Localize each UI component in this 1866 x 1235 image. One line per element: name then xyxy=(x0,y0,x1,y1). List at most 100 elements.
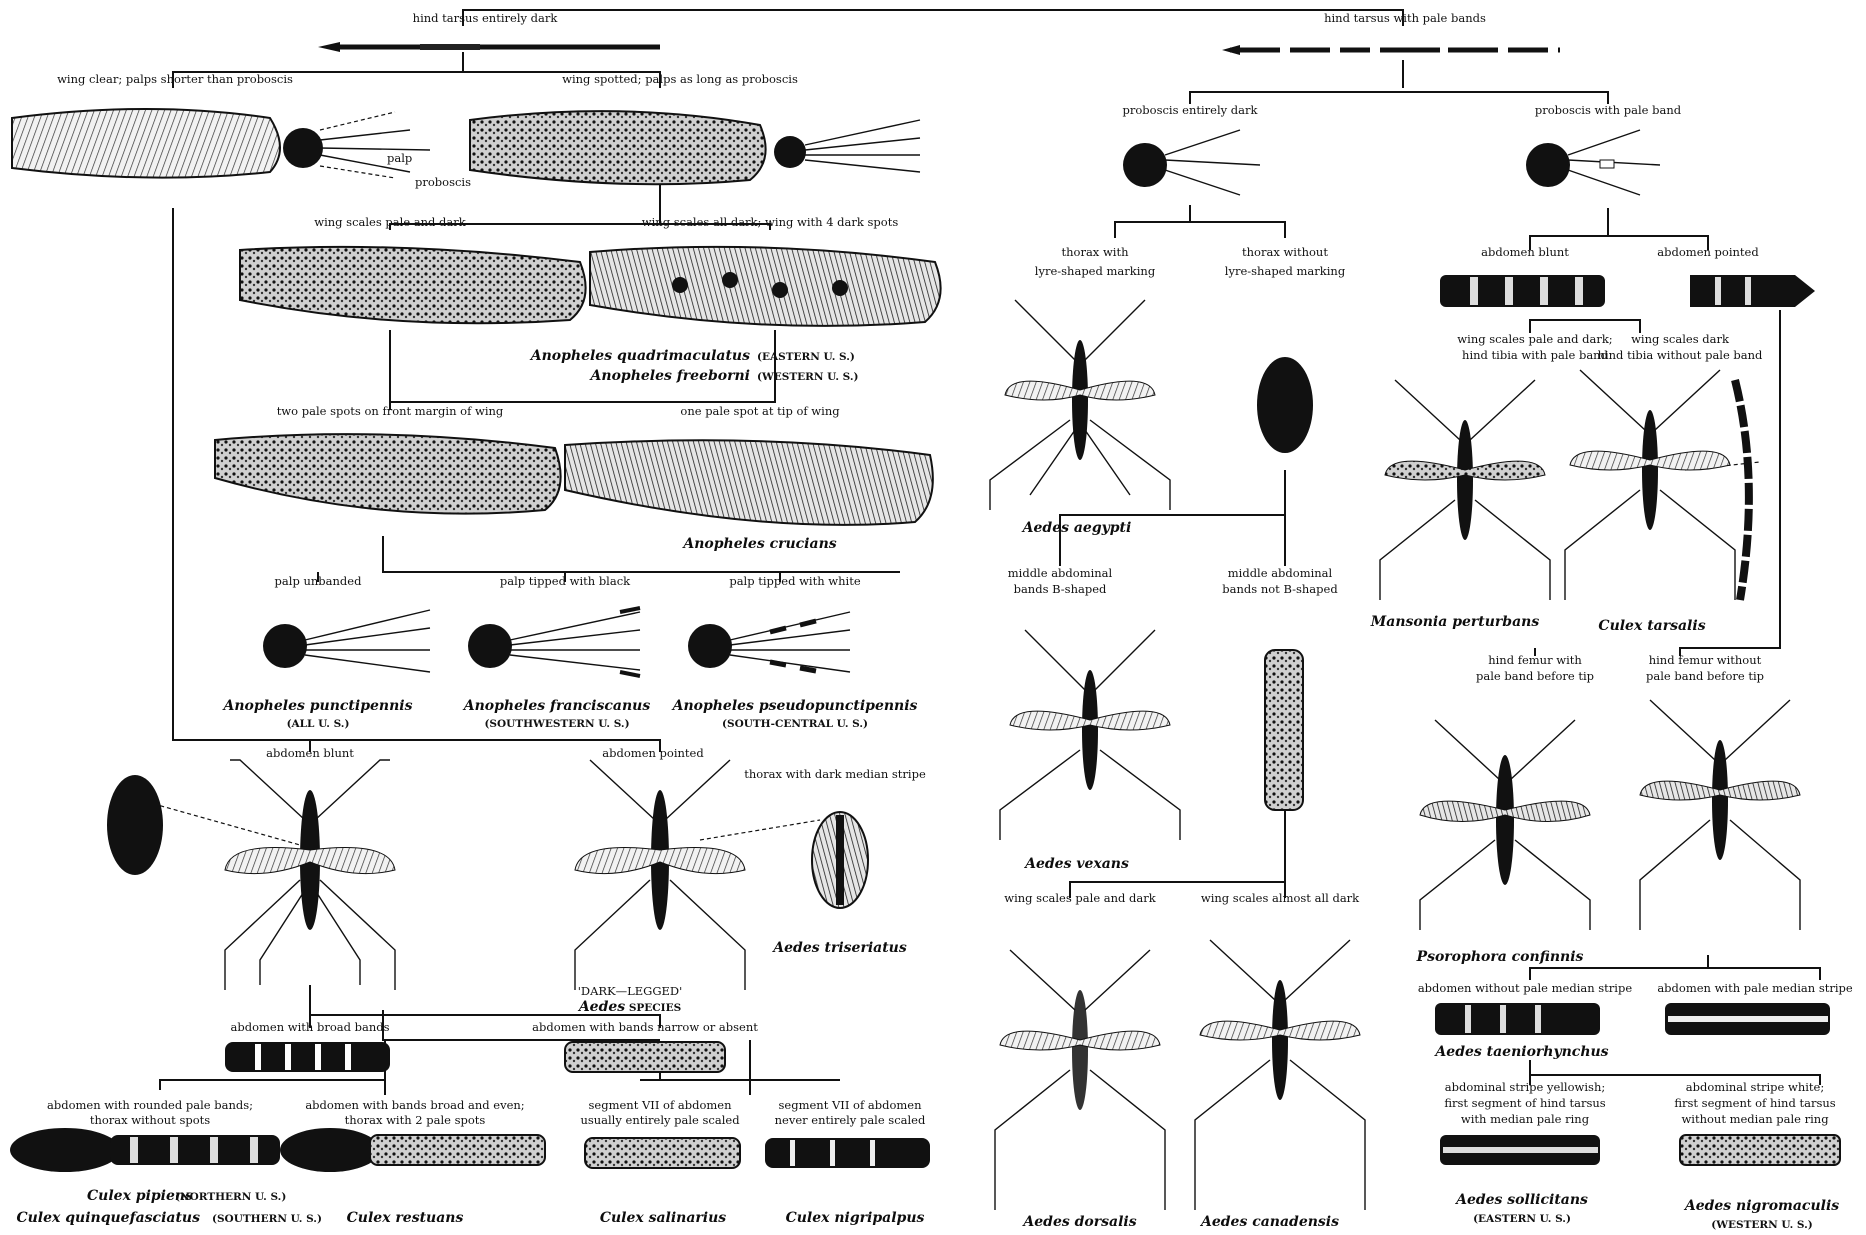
label-prob-pale: proboscis with pale band xyxy=(1535,103,1682,117)
label-palp-black: palp tipped with black xyxy=(500,574,631,588)
hind-tarsus-banded-illustration xyxy=(1222,45,1560,55)
label-seg7-never-2: never entirely pale scaled xyxy=(775,1113,926,1127)
label-ab-blunt-left: abdomen blunt xyxy=(266,746,354,760)
species-quinquefasciatus: Culex quinquefasciatus xyxy=(16,1210,200,1226)
label-palp: palp xyxy=(387,151,412,165)
species-canadensis: Aedes canadensis xyxy=(1199,1214,1339,1230)
label-proboscis: proboscis xyxy=(415,175,471,189)
label-ab-narrow: abdomen with bands narrow or absent xyxy=(532,1020,758,1034)
hind-tarsus-dark-illustration xyxy=(318,42,660,52)
region-franciscanus: (SOUTHWESTERN U. S.) xyxy=(484,718,629,730)
label-seg7-usually-1: segment VII of abdomen xyxy=(589,1098,733,1112)
proboscis-dark-head xyxy=(1123,130,1260,195)
label-ab-blunt-right: abdomen blunt xyxy=(1481,245,1569,259)
region-pipiens: (NORTHERN U. S.) xyxy=(175,1191,286,1203)
label-white-1: abdominal stripe white; xyxy=(1686,1080,1824,1094)
abdomen-nigromaculis xyxy=(1680,1135,1840,1165)
median-stripe-thorax xyxy=(812,812,868,908)
label-culex-t-2: hind tibia without pale band xyxy=(1598,348,1763,362)
abdomen-median-stripe xyxy=(1665,1003,1830,1035)
abdomen-narrow-bands xyxy=(565,1042,725,1072)
label-mid-b-1: middle abdominal xyxy=(1008,566,1113,580)
species-tarsalis: Culex tarsalis xyxy=(1598,618,1705,634)
mosquito-mansonia-perturbans xyxy=(1380,380,1550,600)
label-wing-clear: wing clear; palps shorter than proboscis xyxy=(57,72,293,86)
label-yellow-1: abdominal stripe yellowish; xyxy=(1445,1080,1606,1094)
label-seg7-usually-2: usually entirely pale scaled xyxy=(580,1113,740,1127)
label-mansonia-2: hind tibia with pale band xyxy=(1462,348,1609,362)
species-franciscanus: Anopheles franciscanus xyxy=(462,698,651,714)
hind-leg-tarsalis xyxy=(1735,380,1749,600)
wing-four-dark-spots xyxy=(590,247,941,326)
wing-two-pale-spots xyxy=(215,434,561,514)
abdomen-sollicitans xyxy=(1440,1135,1600,1165)
species-vexans: Aedes vexans xyxy=(1023,856,1129,872)
abdomen-vexans-b xyxy=(1265,650,1303,810)
label-ab-pointed-left: abdomen pointed xyxy=(602,746,704,760)
abdomen-culex-pipiens xyxy=(10,1128,280,1172)
species-triseriatus: Aedes triseriatus xyxy=(771,940,907,956)
label-palp-white: palp tipped with white xyxy=(729,574,861,588)
region-sollicitans: (EASTERN U. S.) xyxy=(1473,1213,1571,1225)
label-wsc-four-spots: wing scales all dark; wing with 4 dark s… xyxy=(642,215,899,229)
abdomen-culex-salinarius xyxy=(585,1138,740,1168)
label-broad-even-2: thorax with 2 pale spots xyxy=(345,1113,486,1127)
label-lyre-2: lyre-shaped marking xyxy=(1035,264,1156,278)
region-pseudopunctipennis: (SOUTH-CENTRAL U. S.) xyxy=(722,718,868,730)
species-crucians: Anopheles crucians xyxy=(681,536,836,552)
label-rounded-1: abdomen with rounded pale bands; xyxy=(47,1098,253,1112)
label-broad-even-1: abdomen with bands broad and even; xyxy=(305,1098,524,1112)
label-white-3: without median pale ring xyxy=(1681,1112,1829,1126)
label-one-pale: one pale spot at tip of wing xyxy=(680,404,840,418)
label-ab-pointed-right: abdomen pointed xyxy=(1657,245,1759,259)
label-wsc-almost-dark: wing scales almost all dark xyxy=(1201,891,1360,905)
mosquito-aedes-dorsalis xyxy=(995,950,1165,1210)
mosquito-femur-without xyxy=(1640,700,1800,930)
region-quinquefasciatus: (SOUTHERN U. S.) xyxy=(212,1213,322,1225)
mosquito-culex-tarsalis xyxy=(1565,370,1735,600)
species-sollicitans: Aedes sollicitans xyxy=(1454,1192,1588,1208)
label-thorax-median: thorax with dark median stripe xyxy=(744,767,926,781)
blunt-abdomen-thorax xyxy=(107,775,163,875)
species-perturbans: Mansonia perturbans xyxy=(1370,614,1540,630)
label-rounded-2: thorax without spots xyxy=(90,1113,210,1127)
label-dark-legged-species: SPECIES xyxy=(625,1002,681,1014)
region-freeborni: (WESTERN U. S.) xyxy=(757,371,858,383)
label-yellow-3: with median pale ring xyxy=(1461,1112,1590,1126)
thorax-aegypti xyxy=(1257,357,1313,453)
label-culex-t-1: wing scales dark xyxy=(1631,332,1730,346)
species-aegypti: Aedes aegypti xyxy=(1021,520,1132,536)
species-salinarius: Culex salinarius xyxy=(600,1210,726,1226)
species-dorsalis: Aedes dorsalis xyxy=(1021,1214,1136,1230)
label-ab-broad: abdomen with broad bands xyxy=(230,1020,389,1034)
mosquito-aedes-canadensis xyxy=(1195,940,1365,1210)
label-two-pale: two pale spots on front margin of wing xyxy=(277,404,504,418)
label-wsc-pale-dark-2: wing scales pale and dark xyxy=(1004,891,1157,905)
wing-one-pale-spot xyxy=(565,440,933,525)
mosquito-psorophora-femur-with xyxy=(1420,720,1590,930)
label-seg7-never-1: segment VII of abdomen xyxy=(779,1098,923,1112)
wing-spotted-illustration xyxy=(470,111,920,184)
wing-pale-dark-scales xyxy=(240,247,586,323)
label-ab-median: abdomen with pale median stripe xyxy=(1657,981,1853,995)
label-nolyre-1: thorax without xyxy=(1242,245,1328,259)
abdomen-culex-nigripalpus xyxy=(765,1138,930,1168)
label-wsc-pale-dark: wing scales pale and dark xyxy=(314,215,467,229)
region-nigromaculis: (WESTERN U. S.) xyxy=(1711,1219,1812,1231)
label-mid-nb-1: middle abdominal xyxy=(1228,566,1333,580)
abdomen-pointed-right xyxy=(1690,275,1815,307)
species-punctipennis: Anopheles punctipennis xyxy=(222,698,413,714)
label-hind-dark: hind tarsus entirely dark xyxy=(413,11,559,25)
label-dark-legged: 'DARK—LEGGED' xyxy=(578,984,683,998)
label-prob-dark: proboscis entirely dark xyxy=(1123,103,1259,117)
label-mid-b-2: bands B-shaped xyxy=(1014,582,1107,596)
proboscis-pale-head xyxy=(1526,130,1660,195)
label-dark-legged-genus: Aedes xyxy=(577,999,625,1015)
species-freeborni: Anopheles freeborni xyxy=(589,368,750,384)
species-taeniorhynchus: Aedes taeniorhynchus xyxy=(1433,1044,1608,1060)
palp-black-tipped-head xyxy=(468,608,640,676)
species-confinnis: Psorophora confinnis xyxy=(1416,949,1584,965)
label-hind-pale: hind tarsus with pale bands xyxy=(1324,11,1486,25)
